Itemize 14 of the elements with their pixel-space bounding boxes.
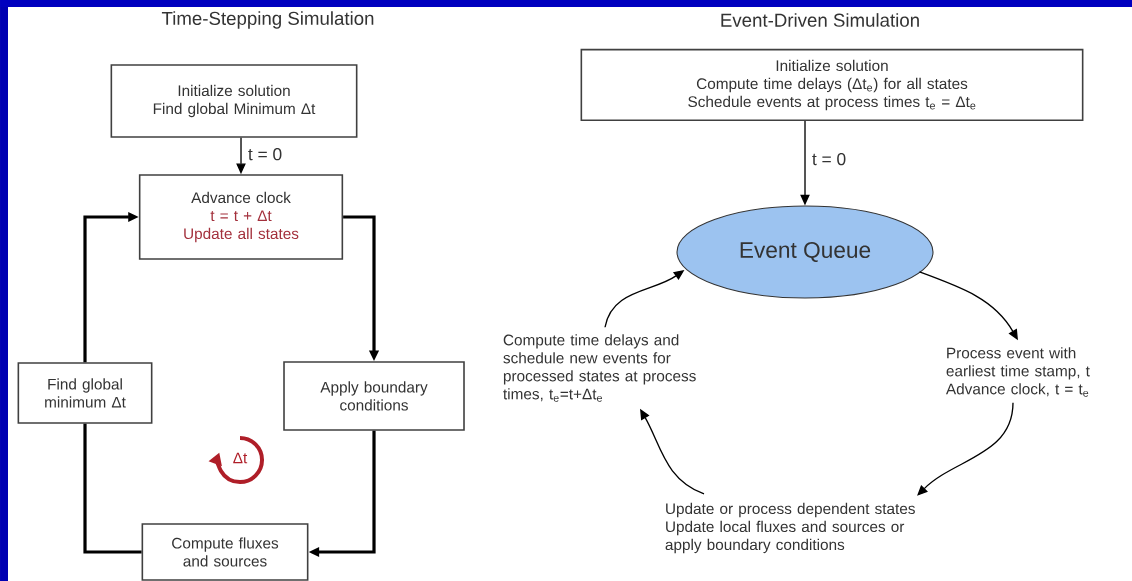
edge-label: t = 0	[810, 151, 848, 167]
process-box: Find global minimum Δt	[17, 362, 153, 424]
process-box: Compute fluxes and sources	[141, 523, 309, 581]
process-box: Apply boundary conditions	[283, 361, 465, 431]
step-text: Update or process dependent states Update local fluxes and sources or apply boundary conditions	[665, 502, 915, 554]
process-box: Initialize solution Find global Minimum Δt	[110, 64, 358, 138]
process-box: Initialize solution Compute time delays (Δt$_{e}$) for all states Schedule events at process times t$_{e}$ = Δt$_{e}$	[580, 48, 1084, 122]
section-title: Event-Driven Simulation	[721, 13, 919, 27]
section-title: Time-Stepping Simulation	[161, 11, 374, 29]
step-text: Process event with earliest time stamp, t Advance clock, t = t$_{e}$	[945, 347, 1090, 397]
step-text: Compute time delays and schedule new events for processed states at process times, t$_{e}$=t+Δt$_{e}$	[503, 334, 696, 402]
edge-label: t = 0	[246, 146, 284, 162]
arrow	[917, 402, 1014, 496]
process-box: Advance clock t = t + Δt Update all states	[138, 174, 344, 260]
